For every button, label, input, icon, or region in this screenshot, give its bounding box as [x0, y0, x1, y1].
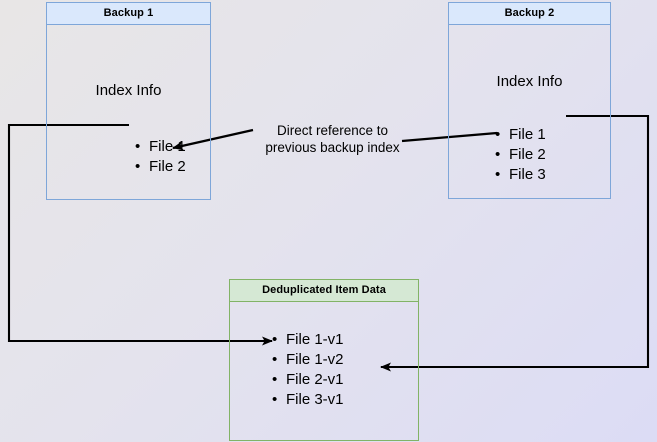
node-backup-2[interactable]: Backup 2 Index Info File 1 File 2 File 3: [448, 2, 611, 199]
node-deduplicated-item-data[interactable]: Deduplicated Item Data File 1-v1 File 1-…: [229, 279, 419, 441]
list-item: File 1: [495, 125, 546, 145]
node-backup-1-subtitle: Index Info: [95, 82, 162, 99]
list-item: File 2: [495, 145, 546, 165]
node-deduplicated-item-data-body: File 1-v1 File 1-v2 File 2-v1 File 3-v1: [230, 302, 418, 440]
node-backup-1-body: Index Info File 1 File 2: [47, 25, 210, 199]
list-item: File 3: [495, 165, 546, 185]
node-backup-1[interactable]: Backup 1 Index Info File 1 File 2: [46, 2, 211, 200]
list-item: File 2-v1: [272, 370, 344, 390]
list-item: File 1-v2: [272, 350, 344, 370]
connector-label-direct-reference: Direct reference to previous backup inde…: [245, 122, 420, 156]
list-item: File 1-v1: [272, 330, 344, 350]
list-item: File 1: [135, 137, 186, 157]
node-backup-1-file-list: File 1 File 2: [135, 137, 186, 177]
node-deduplicated-item-data-header: Deduplicated Item Data: [230, 280, 418, 302]
node-deduplicated-item-data-file-list: File 1-v1 File 1-v2 File 2-v1 File 3-v1: [272, 330, 344, 410]
node-backup-1-header: Backup 1: [47, 3, 210, 25]
node-backup-2-file-list: File 1 File 2 File 3: [495, 125, 546, 185]
list-item: File 3-v1: [272, 390, 344, 410]
node-backup-2-header: Backup 2: [449, 3, 610, 25]
connector-label-line-1: Direct reference to: [276, 123, 389, 138]
node-backup-2-subtitle: Index Info: [496, 73, 563, 90]
connector-label-line-2: previous backup index: [265, 140, 400, 155]
node-backup-2-body: Index Info File 1 File 2 File 3: [449, 25, 610, 198]
list-item: File 2: [135, 157, 186, 177]
